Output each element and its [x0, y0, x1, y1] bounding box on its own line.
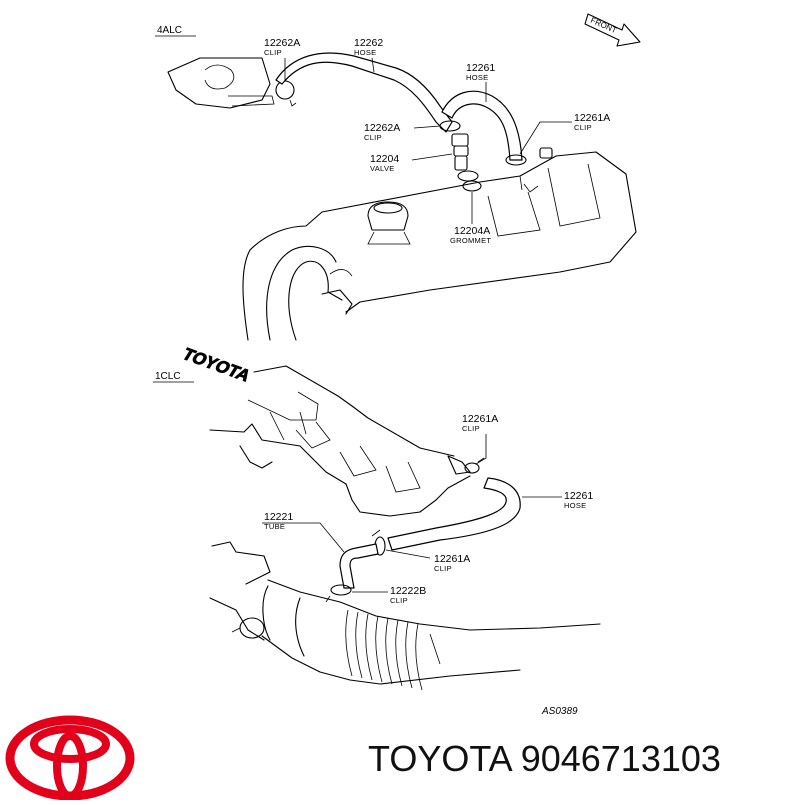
callout-bottom-1: 12261 HOSE	[522, 490, 593, 510]
engraving-text: TOYOTA	[179, 344, 255, 385]
callout-top-1: 12262 HOSE	[354, 37, 383, 73]
callout-part: 12262A	[264, 37, 300, 49]
section-code-top: 4ALC	[157, 25, 182, 36]
callout-desc: TUBE	[264, 522, 285, 531]
callout-part: 12261A	[574, 112, 610, 124]
brand-part-number: TOYOTA 9046713103	[368, 738, 721, 779]
callout-part: 12222B	[390, 585, 426, 597]
callout-top-5: 12204 VALVE	[370, 153, 453, 173]
callout-desc: HOSE	[466, 73, 488, 82]
callout-part: 12204A	[454, 225, 490, 237]
callout-bottom-3: 12261A CLIP	[385, 549, 470, 573]
callout-desc: CLIP	[390, 596, 408, 605]
callout-top-3: 12262A CLIP	[364, 122, 441, 142]
diagram-ref: AS0389	[541, 706, 578, 717]
callout-bottom-2: 12221 TUBE	[262, 511, 345, 553]
callout-desc: HOSE	[564, 501, 586, 510]
callout-part: 12204	[370, 153, 399, 165]
callout-desc: VALVE	[370, 164, 395, 173]
callout-desc: GROMMET	[450, 236, 491, 245]
callout-part: 12221	[264, 511, 293, 523]
callout-desc: CLIP	[462, 424, 480, 433]
callout-desc: CLIP	[574, 123, 592, 132]
callout-bottom-0: 12261A CLIP	[462, 413, 498, 465]
callout-bottom-4: 12222B CLIP	[352, 585, 426, 605]
callout-desc: CLIP	[364, 133, 382, 142]
callout-top-0: 12262A CLIP	[264, 37, 300, 80]
callout-desc: HOSE	[354, 48, 376, 57]
callout-part: 12262	[354, 37, 383, 49]
bottom-section: 1CLC TOYOTA	[153, 344, 601, 691]
toyota-logo-icon	[5, 715, 135, 801]
callout-desc: CLIP	[434, 564, 452, 573]
callout-part: 12262A	[364, 122, 400, 134]
callout-top-2: 12261 HOSE	[466, 62, 495, 102]
callout-top-6: 12204A GROMMET	[450, 192, 491, 245]
callout-part: 12261	[466, 62, 495, 74]
section-code-bottom: 1CLC	[155, 371, 181, 382]
front-arrow-icon: FRONT	[584, 13, 641, 47]
callout-top-4: 12261A CLIP	[519, 112, 610, 155]
callout-part: 12261A	[434, 553, 470, 565]
callout-part: 12261	[564, 490, 593, 502]
callout-part: 12261A	[462, 413, 498, 425]
callout-desc: CLIP	[264, 48, 282, 57]
front-label: FRONT	[589, 16, 618, 35]
top-section: 4ALC FRONT	[155, 13, 641, 341]
